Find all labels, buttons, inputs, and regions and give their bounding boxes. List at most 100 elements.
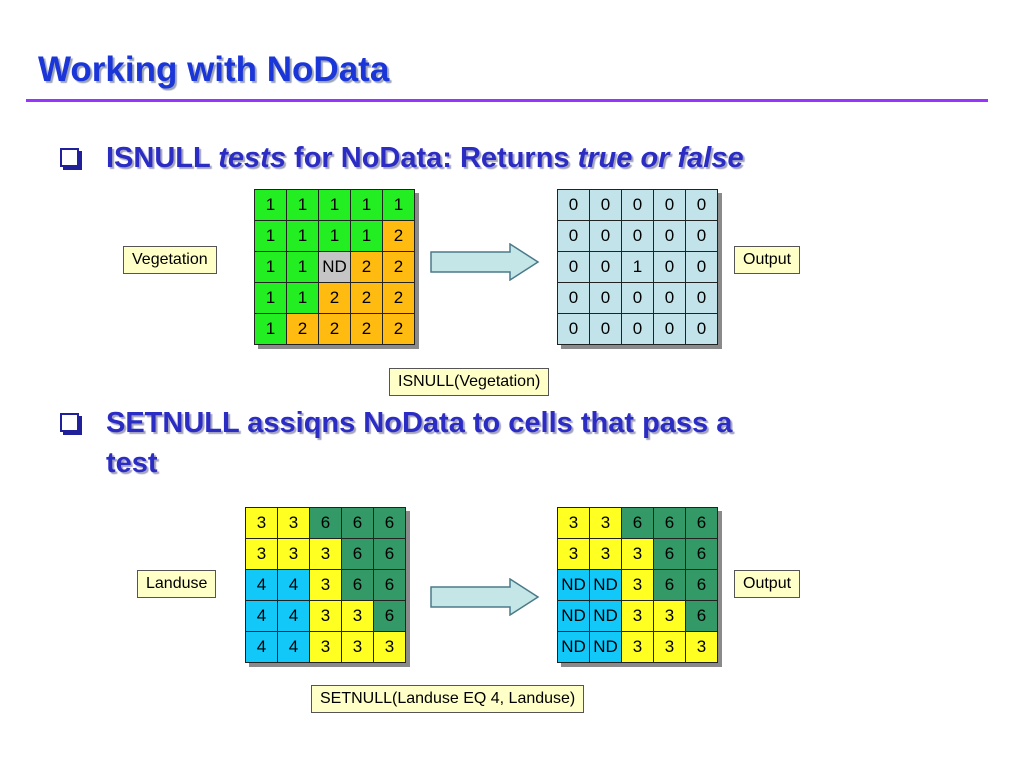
grid-cell: 3 xyxy=(685,631,718,663)
grid-cell: 3 xyxy=(277,538,310,570)
grid-cell: 3 xyxy=(589,507,622,539)
isnull-arrow-icon xyxy=(430,243,540,281)
grid-cell: ND xyxy=(318,251,351,283)
grid-cell: 0 xyxy=(589,251,622,283)
grid-cell: 3 xyxy=(373,631,406,663)
grid-cell: 3 xyxy=(245,507,278,539)
grid-cell: 6 xyxy=(341,538,374,570)
grid-cell: 1 xyxy=(254,189,287,221)
isnull-keyword: ISNULL xyxy=(106,142,211,174)
isnull-function-label: ISNULL(Vegetation) xyxy=(389,368,550,396)
grid-cell: 1 xyxy=(254,220,287,252)
grid-cell: 1 xyxy=(254,313,287,345)
grid-cell: 0 xyxy=(685,313,718,345)
grid-cell: 0 xyxy=(685,189,718,221)
setnull-line-2: test xyxy=(106,447,158,479)
checkbox-bullet-icon xyxy=(60,148,79,167)
grid-cell: 0 xyxy=(685,220,718,252)
isnull-mid-text: for NoData: Returns xyxy=(294,142,570,174)
grid-cell: 6 xyxy=(653,507,686,539)
grid-cell: 6 xyxy=(373,569,406,601)
grid-cell: 6 xyxy=(653,569,686,601)
grid-cell: 2 xyxy=(286,313,319,345)
grid-cell: 6 xyxy=(685,569,718,601)
grid-cell: 3 xyxy=(309,600,342,632)
bullet-setnull: SETNULL assiqns NoData to cells that pas… xyxy=(60,403,966,483)
grid-cell: 6 xyxy=(341,569,374,601)
grid-cell: 1 xyxy=(350,189,383,221)
grid-cell: ND xyxy=(557,631,590,663)
isnull-output-label: Output xyxy=(734,246,801,274)
setnull-output-label: Output xyxy=(734,570,801,598)
grid-cell: 3 xyxy=(589,538,622,570)
grid-cell: 2 xyxy=(318,282,351,314)
grid-cell: ND xyxy=(557,600,590,632)
grid-cell: 1 xyxy=(254,282,287,314)
grid-cell: 1 xyxy=(350,220,383,252)
grid-cell: 1 xyxy=(286,220,319,252)
grid-cell: 2 xyxy=(382,251,415,283)
grid-cell: 0 xyxy=(557,189,590,221)
grid-cell: 0 xyxy=(621,313,654,345)
grid-cell: 2 xyxy=(318,313,351,345)
grid-cell: 0 xyxy=(557,251,590,283)
grid-cell: 3 xyxy=(653,631,686,663)
grid-cell: 6 xyxy=(309,507,342,539)
bullet-isnull: ISNULL tests for NoData: Returns true or… xyxy=(60,138,744,178)
grid-cell: 3 xyxy=(341,631,374,663)
grid-cell: 0 xyxy=(557,282,590,314)
grid-cell: 6 xyxy=(621,507,654,539)
grid-cell: 1 xyxy=(621,251,654,283)
grid-cell: 6 xyxy=(685,600,718,632)
grid-cell: 3 xyxy=(557,538,590,570)
grid-cell: 3 xyxy=(621,631,654,663)
grid-cell: 0 xyxy=(621,220,654,252)
grid-cell: 0 xyxy=(653,220,686,252)
vegetation-label: Vegetation xyxy=(123,246,217,274)
grid-cell: 2 xyxy=(382,282,415,314)
grid-cell: 1 xyxy=(318,220,351,252)
grid-cell: 0 xyxy=(653,313,686,345)
grid-cell: 6 xyxy=(653,538,686,570)
grid-cell: 1 xyxy=(318,189,351,221)
grid-cell: 4 xyxy=(277,569,310,601)
grid-cell: 6 xyxy=(373,538,406,570)
grid-cell: 6 xyxy=(685,538,718,570)
grid-cell: 1 xyxy=(382,189,415,221)
grid-cell: 0 xyxy=(685,251,718,283)
grid-cell: 1 xyxy=(286,282,319,314)
grid-cell: 0 xyxy=(557,220,590,252)
grid-cell: 0 xyxy=(653,282,686,314)
grid-cell: 3 xyxy=(277,507,310,539)
grid-cell: 3 xyxy=(621,569,654,601)
grid-cell: 3 xyxy=(341,600,374,632)
grid-cell: 0 xyxy=(557,313,590,345)
grid-cell: 2 xyxy=(350,251,383,283)
grid-cell: 2 xyxy=(382,313,415,345)
grid-cell: 0 xyxy=(589,220,622,252)
grid-cell: 4 xyxy=(245,569,278,601)
grid-cell: 3 xyxy=(621,600,654,632)
grid-cell: ND xyxy=(557,569,590,601)
grid-cell: 0 xyxy=(589,282,622,314)
grid-cell: 6 xyxy=(373,507,406,539)
grid-cell: 1 xyxy=(286,251,319,283)
grid-cell: 0 xyxy=(653,189,686,221)
